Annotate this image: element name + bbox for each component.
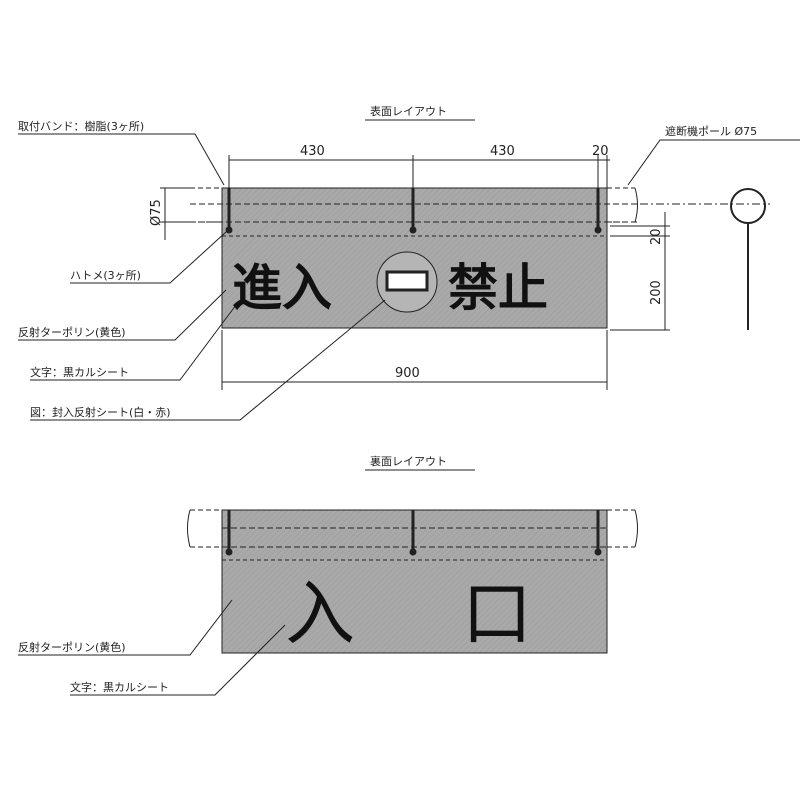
label-letters: 文字：黒カルシート: [30, 365, 129, 379]
back-pole-break-marks: [187, 509, 638, 548]
front-text-left: 進入: [232, 259, 332, 317]
dimension-lines: [160, 155, 670, 390]
label-grommet: ハトメ(3ヶ所): [70, 269, 141, 282]
dim-pole-diameter: Ø75: [149, 199, 164, 226]
back-text-right: 口: [462, 573, 532, 655]
grommet: [409, 226, 417, 234]
dim-width: 900: [395, 366, 420, 381]
leader-letters: [30, 304, 237, 381]
leader-band: [18, 133, 225, 186]
grommet: [409, 548, 417, 556]
dim-edge: 20: [592, 144, 609, 159]
pole-extension-lines: [190, 187, 635, 223]
pole-cross-section: [730, 188, 766, 224]
back-layout-title: 裏面レイアウト: [370, 454, 447, 468]
back-leader-letters: [70, 624, 286, 696]
dim-span2: 430: [490, 144, 515, 159]
dim-span1: 430: [300, 144, 325, 159]
grommet: [225, 226, 233, 234]
label-pole: 遮断機ポール Ø75: [665, 124, 757, 138]
back-mounting-bands: [225, 510, 602, 556]
label-tarpaulin: 反射ターポリン(黄色): [18, 325, 126, 339]
grommet: [594, 548, 602, 556]
dim-gap: 20: [649, 228, 664, 245]
front-text-right: 禁止: [448, 259, 548, 317]
label-band: 取付バンド：樹脂(3ヶ所): [18, 119, 144, 133]
dim-height: 200: [649, 280, 664, 305]
grommet: [225, 548, 233, 556]
leader-symbol: [30, 299, 386, 421]
mounting-bands: [225, 188, 602, 234]
leader-pole: [627, 139, 800, 186]
back-label-tarpaulin: 反射ターポリン(黄色): [18, 640, 126, 654]
leader-tarpaulin: [18, 289, 227, 341]
leader-grommet: [70, 231, 227, 284]
back-text-left: 入: [285, 573, 355, 655]
grommet: [594, 226, 602, 234]
back-label-letters: 文字：黒カルシート: [70, 680, 169, 694]
back-leader-tarpaulin: [18, 599, 233, 656]
pole-break-mark: [634, 187, 638, 223]
no-entry-bar: [385, 270, 429, 292]
front-layout-title: 表面レイアウト: [370, 104, 447, 118]
label-symbol: 図：封入反射シート(白・赤): [30, 405, 171, 419]
back-pole-extension-lines: [190, 509, 635, 548]
